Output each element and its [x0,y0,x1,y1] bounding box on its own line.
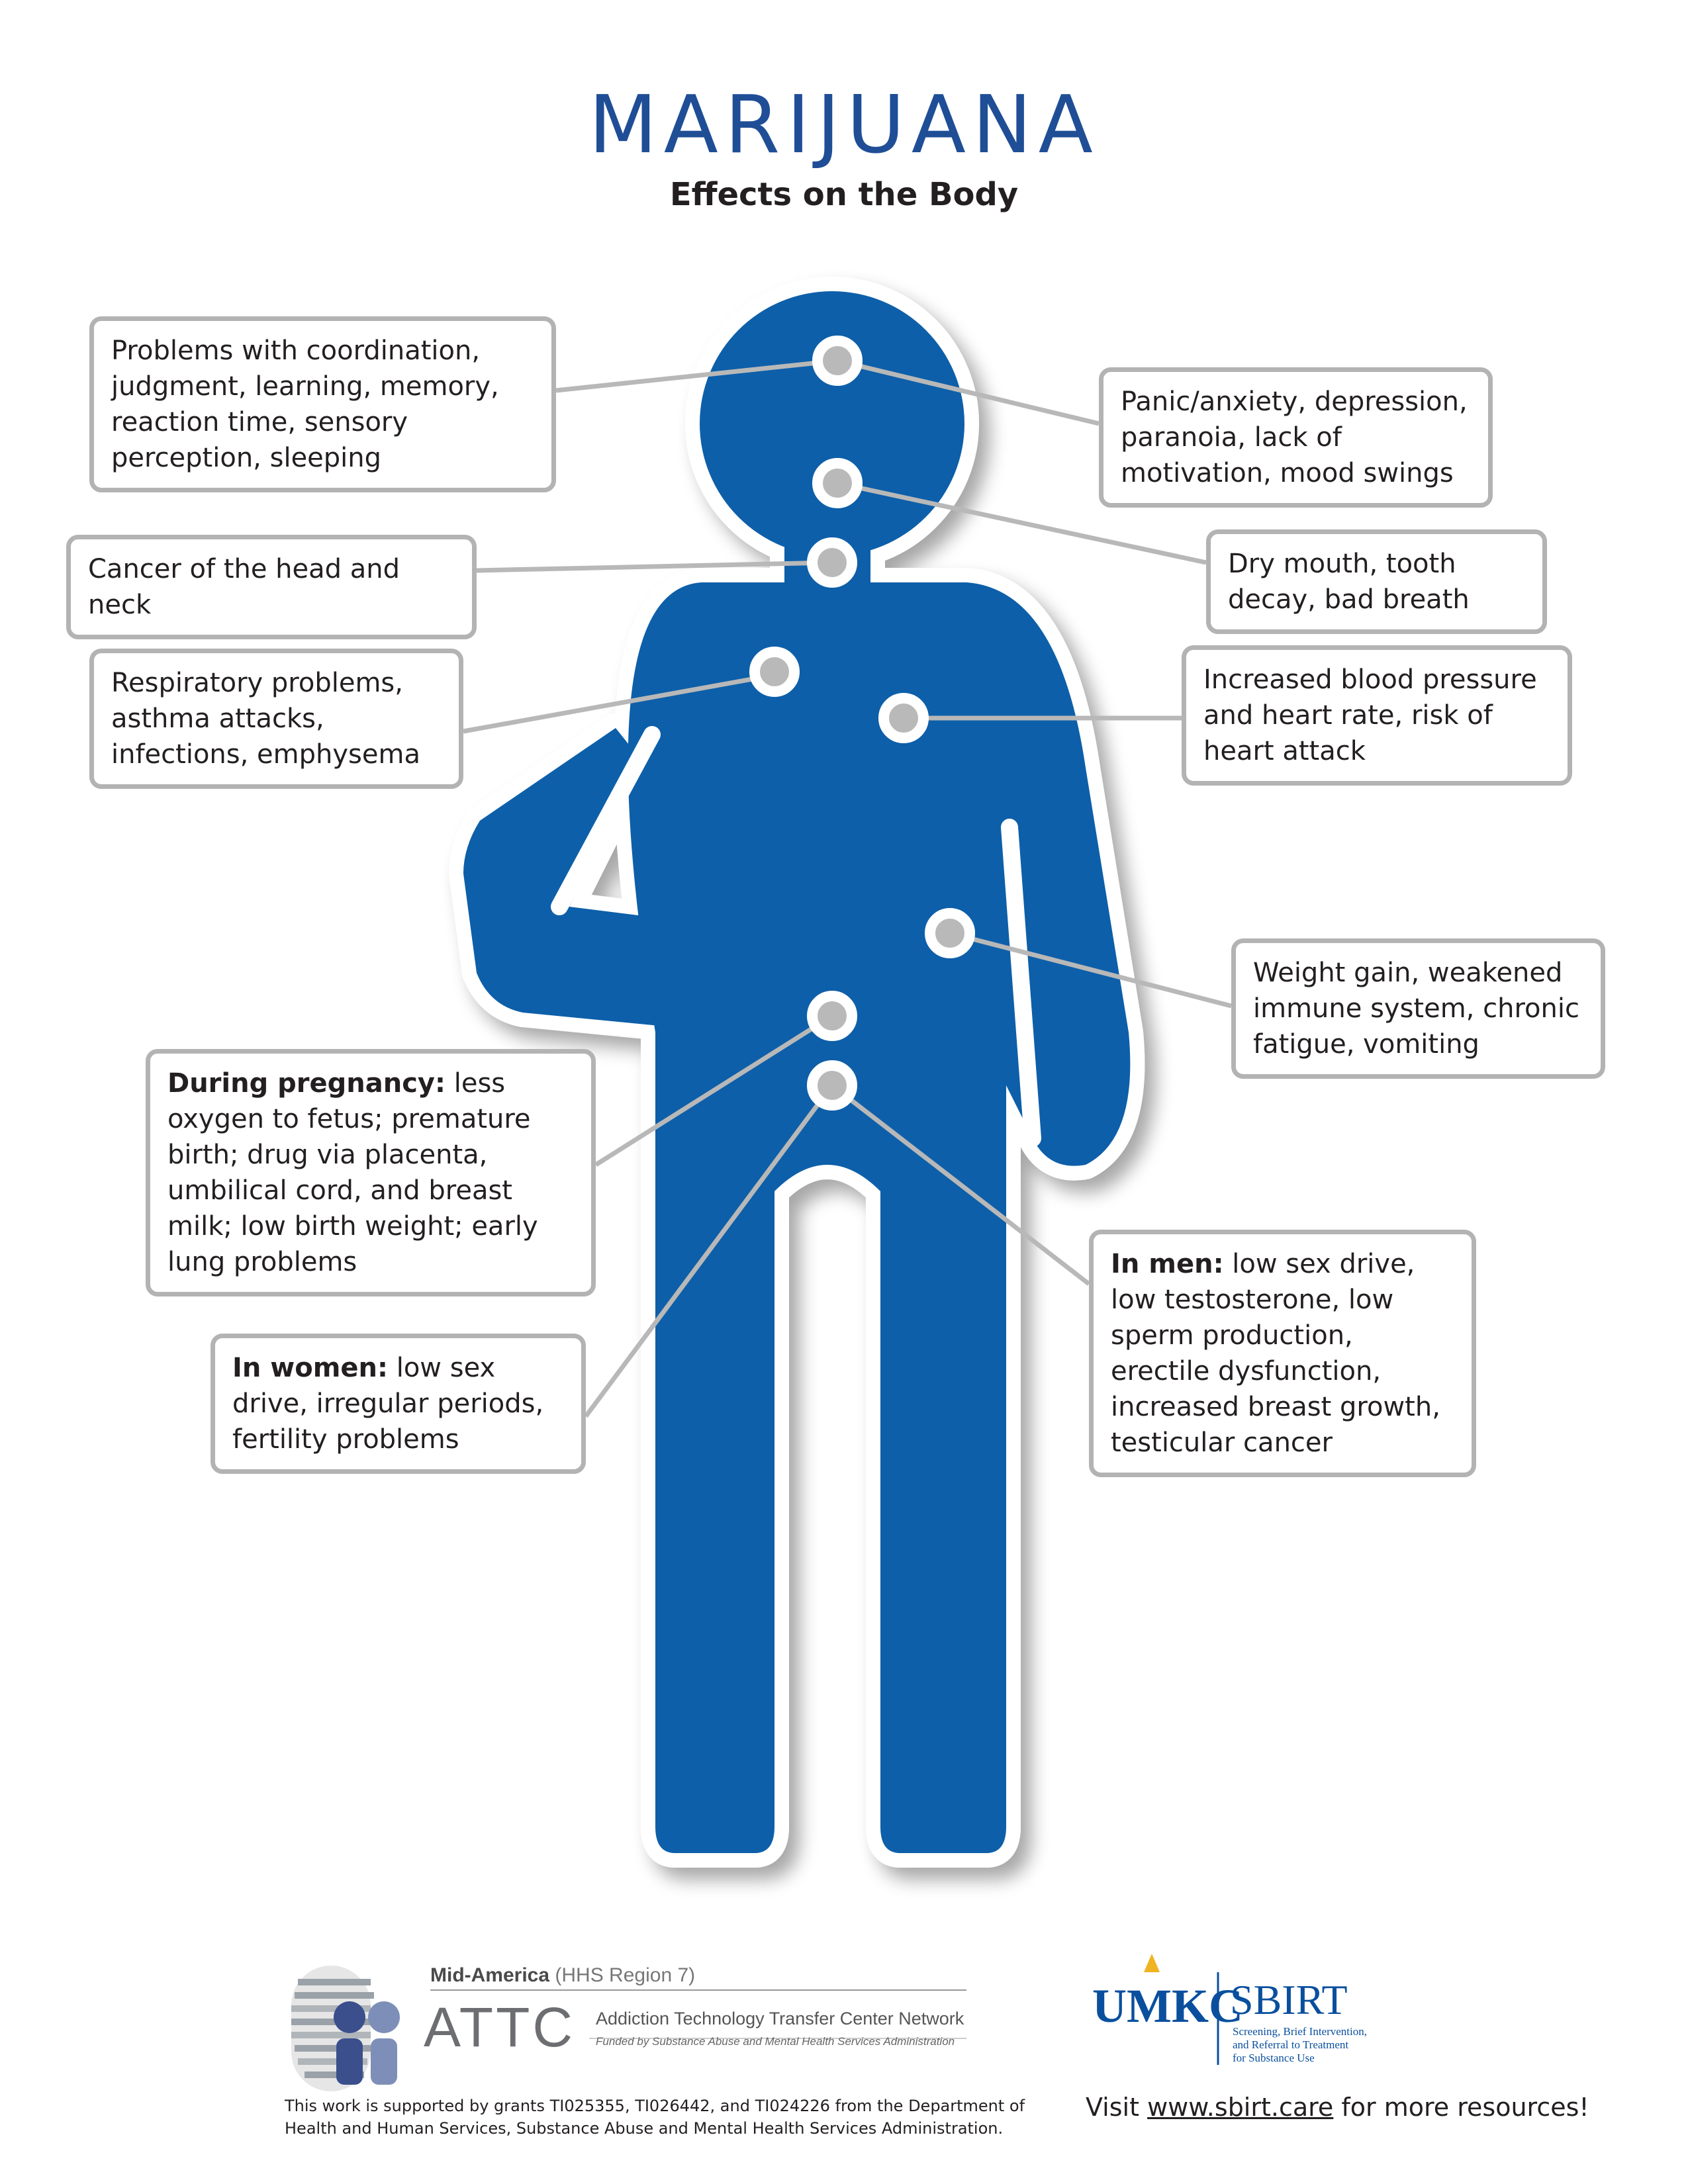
grant-statement: This work is supported by grants TI02535… [285,2095,1025,2140]
human-figure [449,277,1145,1868]
callout-pregnancy: During pregnancy: less oxygen to fetus; … [146,1049,596,1297]
visit-suffix: for more resources! [1333,2093,1589,2122]
callout-men-label: In men: [1111,1249,1224,1279]
callout-mental-text: Panic/anxiety, depression, paranoia, lac… [1121,387,1468,488]
attc-region-note: (HHS Region 7) [555,1964,696,1986]
right-arm-groove [551,726,661,915]
callout-lungs-text: Respiratory problems, asthma attacks, in… [111,668,420,770]
marker-groin [807,1060,857,1111]
connector-mental [837,358,1100,426]
callout-heart-text: Increased blood pressure and heart rate,… [1203,664,1537,766]
page-subtitle: Effects on the Body [669,176,1019,213]
sbirt-desc-line-2: and Referral to Treatment [1233,2038,1349,2051]
connector-lines [463,358,1232,1418]
connector-stomach [949,931,1232,1009]
visit-resources: Visit www.sbirt.care for more resources! [1086,2093,1589,2122]
callout-mental: Panic/anxiety, depression, paranoia, lac… [1099,367,1493,508]
left-arm-groove [1001,819,1041,1147]
attc-region: Mid-America (HHS Region 7) [430,1964,695,1987]
marker-mouth [812,458,863,508]
attc-network: Addiction Technology Transfer Center Net… [596,2009,964,2028]
callout-stomach: Weight gain, weakened immune system, chr… [1231,938,1605,1079]
sbirt-description: Screening, Brief Intervention, and Refer… [1233,2025,1367,2065]
callout-heart: Increased blood pressure and heart rate,… [1182,645,1572,786]
callout-women: In women: low sex drive, irregular perio… [211,1334,586,1474]
attc-logo-icon [291,1966,400,2091]
callout-neck-text: Cancer of the head and neck [88,554,400,620]
marker-uterus [807,991,857,1041]
sbirt-desc-line-1: Screening, Brief Intervention, [1233,2025,1367,2038]
callout-pregnancy-label: During pregnancy: [167,1068,445,1099]
callout-women-label: In women: [232,1353,388,1383]
callout-women-text: low sex drive, irregular periods, fertil… [232,1353,544,1455]
attc-region-name: Mid-America [430,1964,550,1986]
callout-neck: Cancer of the head and neck [66,535,477,639]
marker-lungs [749,647,800,697]
figure-fill [463,291,1131,1853]
connector-men [830,1083,1091,1286]
connector-brain [555,358,838,393]
connector-women [584,1083,834,1418]
callout-mouth-text: Dry mouth, tooth decay, bad breath [1228,549,1470,615]
grant-line-2: Health and Human Services, Substance Abu… [285,2119,1004,2138]
marker-brain [812,336,863,386]
callout-stomach-text: Weight gain, weakened immune system, chr… [1253,958,1579,1060]
umkc-flame-icon [1144,1954,1160,1972]
grant-line-1: This work is supported by grants TI02535… [285,2097,1025,2115]
page-title: MARIJUANA [588,79,1100,171]
marker-neck [807,537,857,588]
attc-funding: Funded by Substance Abuse and Mental Hea… [596,2035,955,2048]
connector-lungs [463,672,775,734]
umkc-logo: UMKC [1092,1979,1243,2032]
organ-markers [749,336,975,1111]
connector-mouth [837,480,1207,565]
connector-neck [476,560,833,573]
callout-men-text: low sex drive, low testosterone, low spe… [1111,1249,1440,1458]
sbirt-logo: SBIRT [1230,1976,1348,2023]
marker-heart [878,693,929,743]
attc-name: ATTC [424,1996,576,2058]
sbirt-website-link[interactable]: www.sbirt.care [1147,2093,1334,2122]
visit-prefix: Visit [1086,2093,1148,2122]
callout-men: In men: low sex drive, low testosterone,… [1089,1230,1476,1477]
callout-brain: Problems with coordination, judgment, le… [89,316,556,492]
sbirt-desc-line-3: for Substance Use [1233,2052,1315,2064]
callout-brain-text: Problems with coordination, judgment, le… [111,336,499,473]
callout-lungs: Respiratory problems, asthma attacks, in… [89,649,463,789]
connector-pregnancy [594,1014,833,1167]
callout-pregnancy-text: less oxygen to fetus; premature birth; d… [167,1068,538,1277]
callout-mouth: Dry mouth, tooth decay, bad breath [1206,529,1547,634]
marker-stomach [925,908,975,958]
